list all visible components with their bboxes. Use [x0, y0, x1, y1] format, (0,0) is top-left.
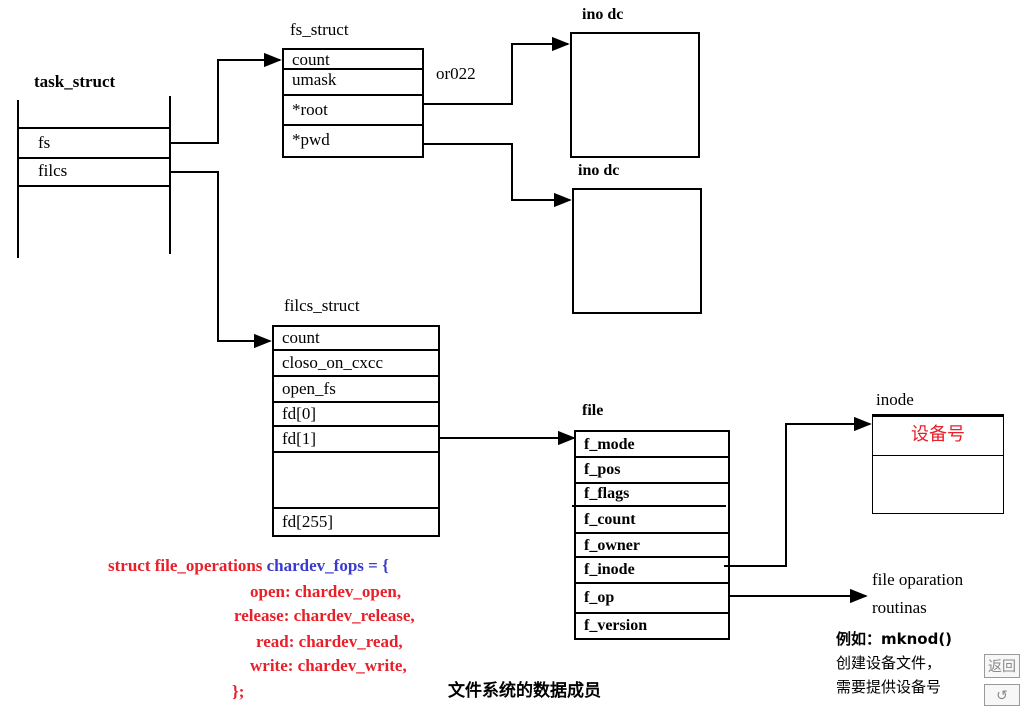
file-row-f-inode: f_inode — [576, 558, 728, 584]
inode-title: inode — [876, 390, 914, 409]
file-row-f-version: f_version — [584, 617, 648, 634]
code-line-5: write: chardev_write, — [250, 656, 407, 675]
note-line-2: 创建设备文件， — [836, 654, 942, 672]
back-button[interactable]: 返回 — [984, 654, 1020, 678]
fs-struct-side-label: or022 — [436, 64, 476, 83]
bottom-inode-box — [572, 188, 702, 314]
code-line-2: open: chardev_open, — [250, 582, 402, 601]
task-struct-title: task_struct — [34, 72, 116, 91]
bottom-inode-label: ino dc — [578, 162, 620, 179]
fs-struct-row-count: count — [284, 50, 422, 70]
fs-struct-title: fs_struct — [290, 20, 349, 39]
filcs-row-count: count — [274, 327, 438, 351]
code-line-1: struct file_operations chardev_fops = { — [108, 556, 389, 576]
code-line-4: read: chardev_read, — [256, 632, 403, 651]
filcs-row-open-fs: open_fs — [274, 377, 438, 403]
code-struct-keyword: struct file_operations — [108, 556, 267, 575]
task-struct-row-filcs: filcs — [38, 161, 68, 180]
filcs-struct-box: count closo_on_cxcc open_fs fd[0] fd[1] … — [272, 325, 440, 537]
file-operation-line1: file oparation — [872, 570, 964, 589]
file-row-f-owner: f_owner — [576, 534, 728, 558]
filcs-row-empty — [274, 453, 438, 509]
filcs-struct-title: filcs_struct — [284, 296, 360, 315]
file-box: f_mode f_pos f_flags f_count f_owner f_i… — [574, 430, 730, 640]
code-fops-name: chardev_fops — [266, 556, 364, 575]
file-title: file — [582, 402, 604, 419]
filcs-row-fd1: fd[1] — [274, 427, 438, 453]
top-inode-label: ino dc — [582, 6, 624, 23]
inode-box: 设备号 — [872, 414, 1004, 514]
file-row-f-flags: f_flags — [584, 485, 630, 502]
file-row-f-count: f_count — [576, 508, 728, 534]
fs-struct-box: count umask *root *pwd — [282, 48, 424, 158]
file-operation-line2: routinas — [872, 598, 927, 617]
filcs-row-fd0: fd[0] — [274, 403, 438, 427]
top-inode-box — [570, 32, 700, 158]
filcs-row-fd255: fd[255] — [282, 512, 333, 531]
code-line-6: }; — [232, 682, 245, 701]
return-icon[interactable]: ↺ — [984, 684, 1020, 706]
diagram-caption: 文件系统的数据成员 — [448, 681, 601, 701]
filcs-row-close-on-exec: closo_on_cxcc — [274, 351, 438, 377]
code-line-3: release: chardev_release, — [234, 606, 415, 625]
note-line-1: 例如：mknod() — [836, 630, 953, 648]
fs-struct-row-root: *root — [284, 96, 422, 126]
file-row-f-op: f_op — [576, 584, 728, 614]
fs-struct-row-umask: umask — [284, 70, 422, 96]
file-row-f-pos: f_pos — [576, 458, 728, 484]
file-row-f-mode: f_mode — [576, 432, 728, 458]
fs-struct-row-pwd: *pwd — [292, 130, 330, 149]
inode-device-number: 设备号 — [873, 417, 1003, 456]
note-line-3: 需要提供设备号 — [836, 678, 942, 696]
task-struct-row-fs: fs — [38, 133, 51, 152]
code-assign: = { — [363, 556, 389, 575]
